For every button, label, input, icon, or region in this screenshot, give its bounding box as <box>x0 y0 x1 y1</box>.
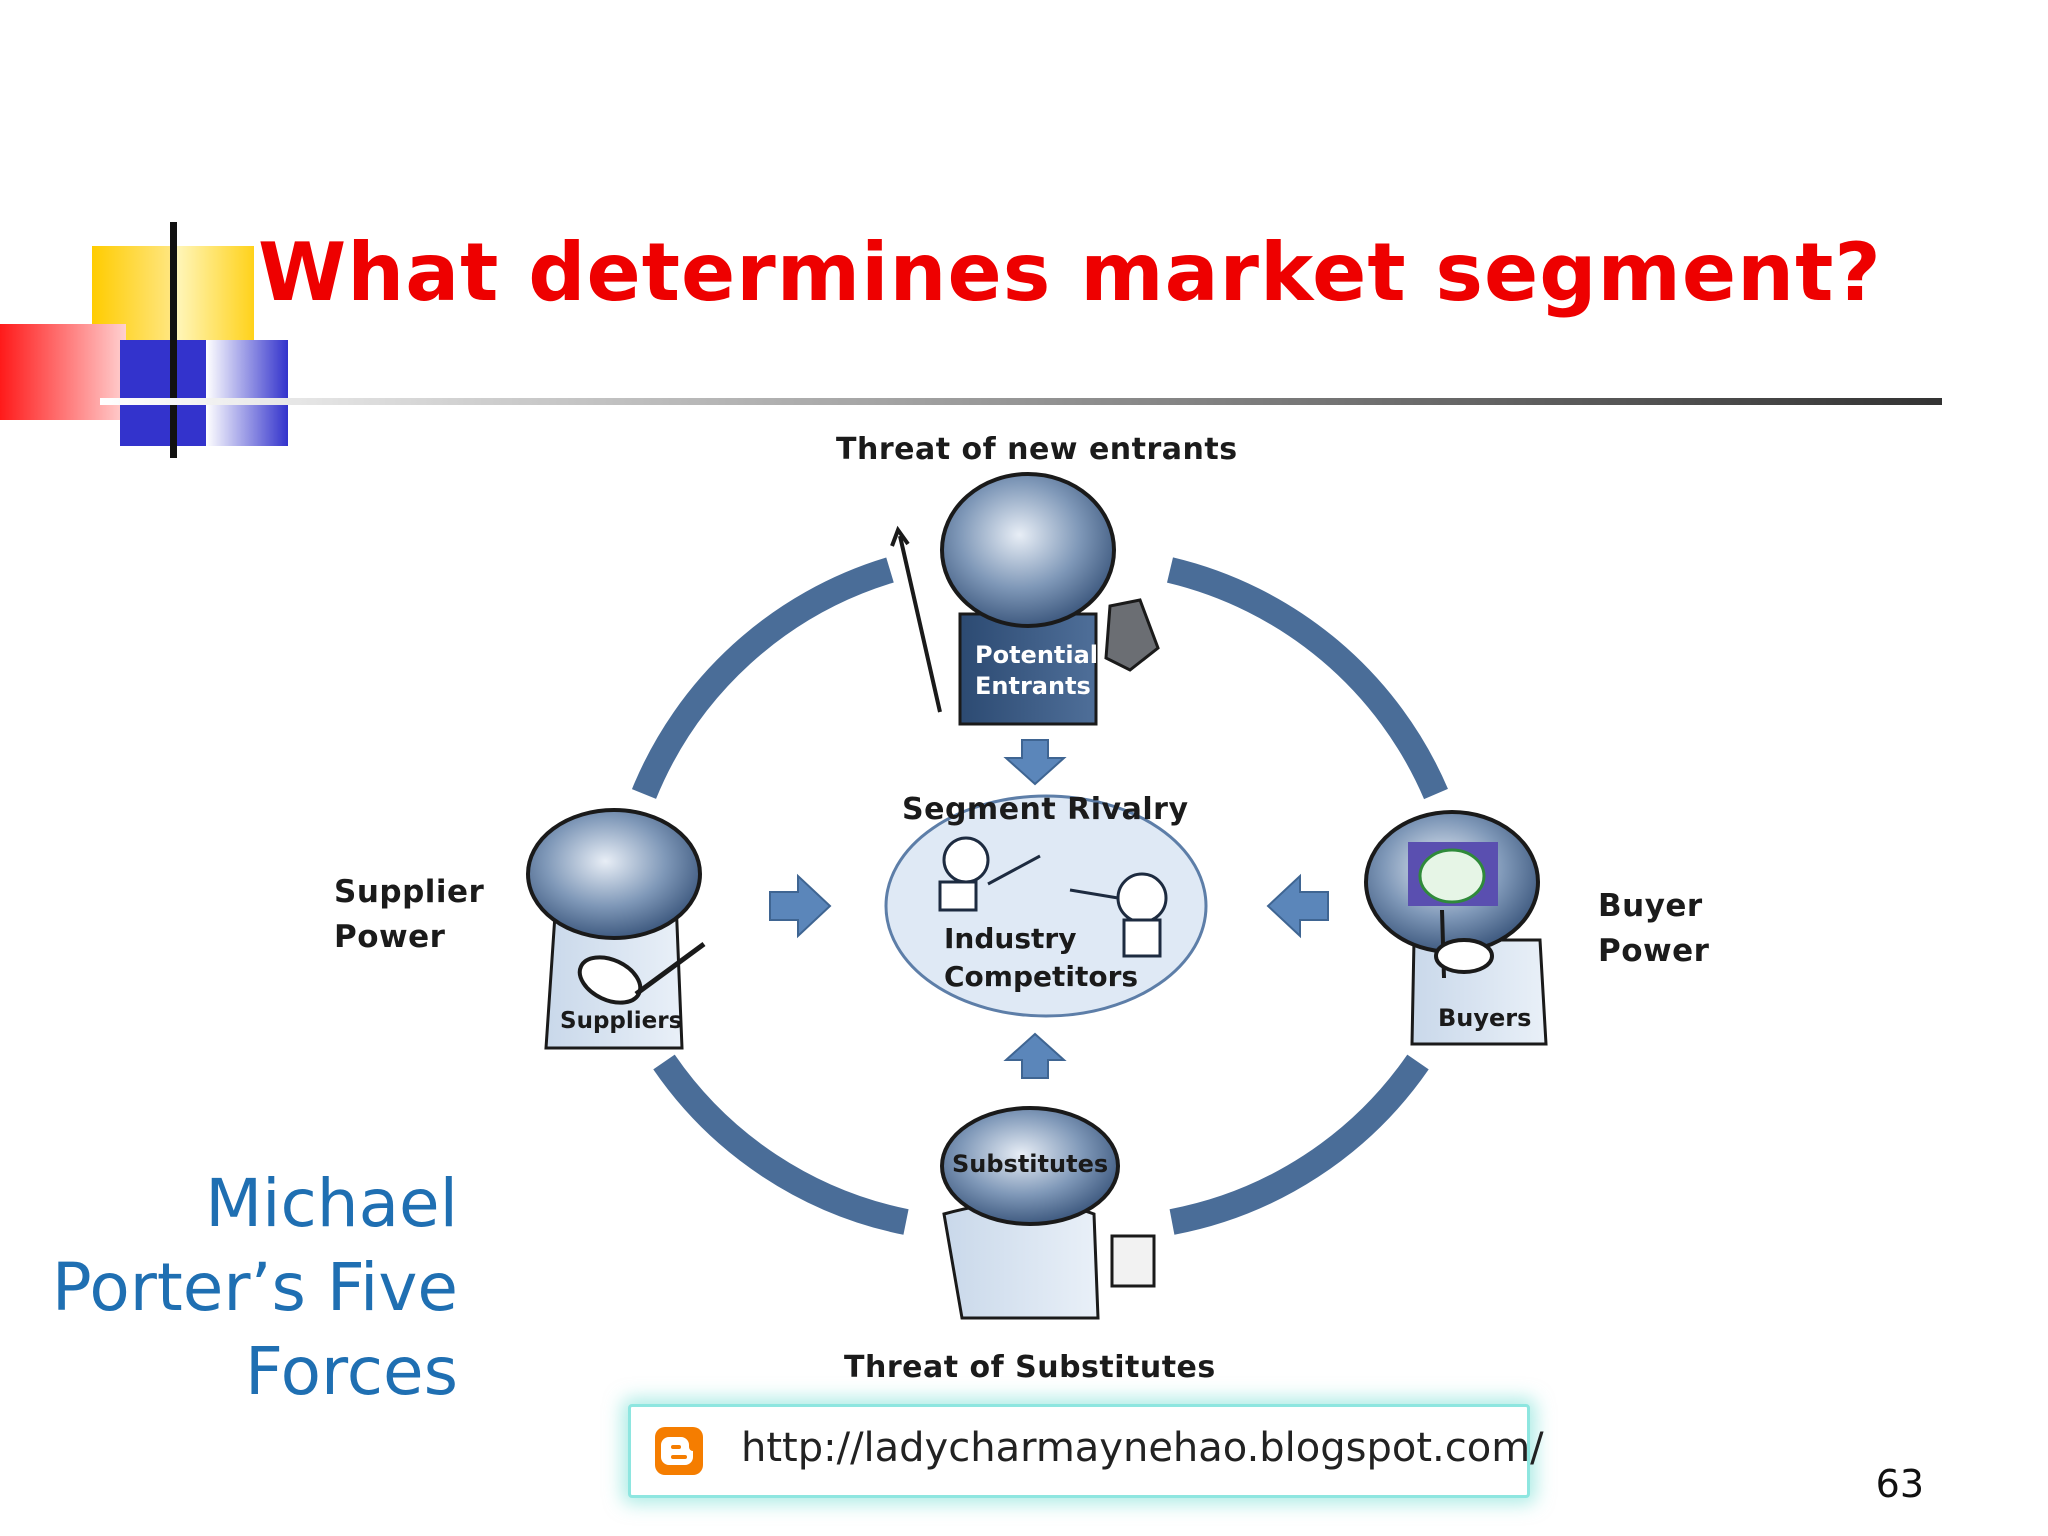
arrow-down <box>1003 739 1067 786</box>
ring-arc-bottom-right <box>1169 1054 1429 1235</box>
url-text[interactable]: http://ladycharmaynehao.blogspot.com/ <box>741 1425 1544 1471</box>
buyers-figure <box>1364 810 1548 1046</box>
figure-label-potential-entrants: Potential Entrants <box>975 641 1099 700</box>
label-buyer-power: Buyer Power <box>1598 888 1710 969</box>
force-arrows <box>769 739 1329 1079</box>
label-threat-new-entrants: Threat of new entrants <box>836 432 1238 467</box>
ring-arcs <box>631 557 1448 1235</box>
arrow-up <box>1003 1032 1067 1079</box>
slide-title: What determines market segment? <box>258 226 1882 319</box>
potential-entrants-figure <box>890 472 1160 726</box>
ring-arc-bottom-left <box>653 1054 909 1235</box>
page-number: 63 <box>1875 1462 1924 1506</box>
ring-arc-top-left <box>631 557 894 799</box>
suppliers-figure <box>526 808 706 1050</box>
ring-arc-top-right <box>1166 557 1448 800</box>
figure-label-suppliers: Suppliers <box>560 1008 683 1034</box>
blogger-icon <box>655 1427 703 1475</box>
industry-competitor-figures <box>938 836 1168 958</box>
title-underline <box>100 398 1942 405</box>
figure-label-buyers: Buyers <box>1438 1004 1532 1032</box>
arrow-left <box>1266 873 1329 939</box>
porter-caption: Michael Porter’s Five Forces <box>51 1165 458 1410</box>
label-segment-rivalry: Segment Rivalry <box>902 792 1189 827</box>
substitutes-figure <box>940 1106 1156 1320</box>
label-threat-substitutes: Threat of Substitutes <box>844 1350 1216 1385</box>
figure-label-industry-competitors: Industry Competitors <box>944 922 1139 993</box>
figure-label-substitutes: Substitutes <box>952 1150 1109 1178</box>
label-supplier-power: Supplier Power <box>334 874 485 955</box>
url-bar[interactable]: http://ladycharmaynehao.blogspot.com/ <box>628 1404 1544 1498</box>
arrow-right <box>769 873 832 939</box>
